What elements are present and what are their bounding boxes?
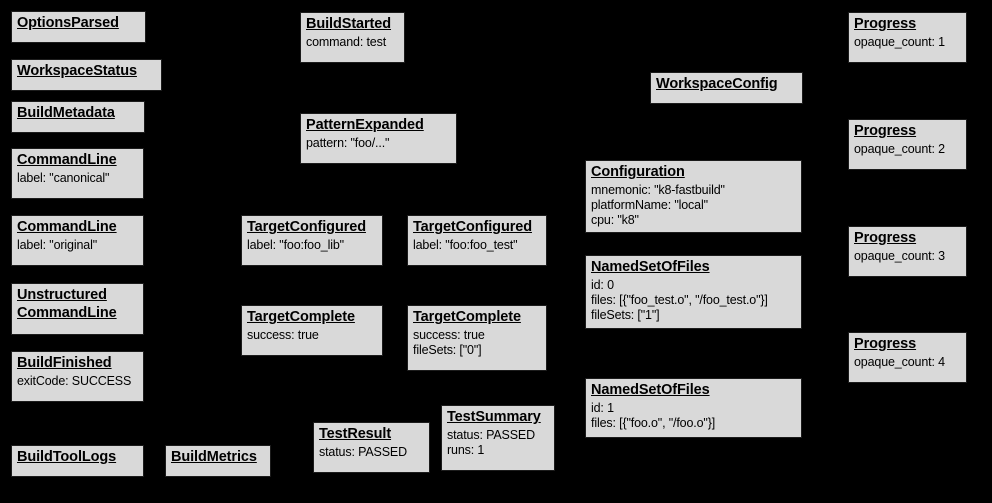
event-node-title: TargetComplete bbox=[247, 309, 355, 325]
event-node-field: platformName: "local" bbox=[591, 197, 708, 212]
event-node-target-complete-lib[interactable]: TargetComplete success: true bbox=[241, 305, 383, 356]
event-node-title: BuildFinished bbox=[17, 355, 112, 371]
event-node-field: id: 1 bbox=[591, 400, 614, 415]
event-node-title: Progress bbox=[854, 336, 917, 352]
event-node-command-line-canonical[interactable]: CommandLine label: "canonical" bbox=[11, 148, 144, 199]
event-node-fields: command: test bbox=[306, 35, 399, 50]
event-node-field: opaque_count: 2 bbox=[854, 141, 945, 156]
event-node-unstructured-command-line[interactable]: Unstructured CommandLine bbox=[11, 283, 144, 335]
event-node-field: runs: 1 bbox=[447, 442, 485, 457]
event-node-fields: mnemonic: "k8-fastbuild"platformName: "l… bbox=[591, 183, 796, 229]
event-node-field: success: true bbox=[413, 327, 485, 342]
event-node-field: pattern: "foo/..." bbox=[306, 135, 390, 150]
event-node-workspace-status[interactable]: WorkspaceStatus bbox=[11, 59, 162, 91]
event-node-progress-4[interactable]: Progress opaque_count: 4 bbox=[848, 332, 967, 383]
event-node-title: TestSummary bbox=[447, 409, 541, 425]
event-node-target-configured-foo-test[interactable]: TargetConfigured label: "foo:foo_test" bbox=[407, 215, 547, 266]
event-node-title: CommandLine bbox=[17, 219, 117, 235]
event-node-field: opaque_count: 1 bbox=[854, 34, 945, 49]
event-node-title: TargetComplete bbox=[413, 309, 521, 325]
event-node-fields: label: "canonical" bbox=[17, 171, 138, 186]
event-node-field: files: [{"foo.o", "/foo.o"}] bbox=[591, 415, 716, 430]
event-node-title: BuildStarted bbox=[306, 16, 392, 32]
event-node-title: TestResult bbox=[319, 426, 392, 442]
event-node-command-line-original[interactable]: CommandLine label: "original" bbox=[11, 215, 144, 266]
event-node-progress-3[interactable]: Progress opaque_count: 3 bbox=[848, 226, 967, 277]
event-node-title: TargetConfigured bbox=[413, 219, 532, 235]
event-node-fields: success: true bbox=[247, 328, 377, 343]
event-node-field: files: [{"foo_test.o", "/foo_test.o"}] bbox=[591, 292, 768, 307]
event-node-title: Configuration bbox=[591, 164, 685, 180]
event-node-progress-1[interactable]: Progress opaque_count: 1 bbox=[848, 12, 967, 63]
event-node-title: CommandLine bbox=[17, 152, 117, 168]
event-node-field: success: true bbox=[247, 327, 319, 342]
event-node-pattern-expanded[interactable]: PatternExpanded pattern: "foo/..." bbox=[300, 113, 457, 164]
event-node-title: Progress bbox=[854, 16, 917, 32]
event-node-field: opaque_count: 4 bbox=[854, 354, 945, 369]
event-node-field: command: test bbox=[306, 34, 387, 49]
event-node-title: NamedSetOfFiles bbox=[591, 259, 710, 275]
event-node-fields: pattern: "foo/..." bbox=[306, 136, 451, 151]
event-node-title: BuildMetrics bbox=[171, 449, 257, 465]
event-node-progress-2[interactable]: Progress opaque_count: 2 bbox=[848, 119, 967, 170]
event-node-title: WorkspaceConfig bbox=[656, 76, 778, 92]
event-node-field: label: "foo:foo_test" bbox=[413, 237, 518, 252]
event-node-fields: label: "foo:foo_lib" bbox=[247, 238, 377, 253]
event-node-field: status: PASSED bbox=[447, 427, 535, 442]
event-node-field: mnemonic: "k8-fastbuild" bbox=[591, 182, 725, 197]
event-node-field: id: 0 bbox=[591, 277, 614, 292]
event-node-field: exitCode: SUCCESS bbox=[17, 373, 132, 388]
event-node-build-started[interactable]: BuildStarted command: test bbox=[300, 12, 405, 63]
event-node-title: Progress bbox=[854, 123, 917, 139]
event-node-field: opaque_count: 3 bbox=[854, 248, 945, 263]
event-node-fields: label: "foo:foo_test" bbox=[413, 238, 541, 253]
event-node-build-finished[interactable]: BuildFinished exitCode: SUCCESS bbox=[11, 351, 144, 402]
event-node-field: label: "foo:foo_lib" bbox=[247, 237, 344, 252]
event-node-test-result[interactable]: TestResult status: PASSED bbox=[313, 422, 430, 473]
event-node-fields: status: PASSED bbox=[319, 445, 424, 460]
event-node-target-configured-foo-lib[interactable]: TargetConfigured label: "foo:foo_lib" bbox=[241, 215, 383, 266]
event-node-fields: opaque_count: 2 bbox=[854, 142, 961, 157]
event-node-build-metrics[interactable]: BuildMetrics bbox=[165, 445, 271, 477]
event-node-fields: label: "original" bbox=[17, 238, 138, 253]
event-node-title: Progress bbox=[854, 230, 917, 246]
event-node-configuration[interactable]: Configuration mnemonic: "k8-fastbuild"pla… bbox=[585, 160, 802, 233]
event-node-fields: opaque_count: 3 bbox=[854, 249, 961, 264]
event-node-title: Unstructured CommandLine bbox=[17, 287, 117, 321]
event-node-field: cpu: "k8" bbox=[591, 213, 639, 228]
event-node-fields: opaque_count: 4 bbox=[854, 355, 961, 370]
event-node-title: OptionsParsed bbox=[17, 15, 119, 31]
event-node-field: status: PASSED bbox=[319, 444, 407, 459]
event-node-field: label: "canonical" bbox=[17, 170, 110, 185]
event-node-field: label: "original" bbox=[17, 237, 97, 252]
event-node-build-tool-logs[interactable]: BuildToolLogs bbox=[11, 445, 144, 477]
event-node-title: TargetConfigured bbox=[247, 219, 366, 235]
event-node-field: fileSets: ["1"] bbox=[591, 308, 660, 323]
event-node-options-parsed[interactable]: OptionsParsed bbox=[11, 11, 146, 43]
event-node-title: BuildMetadata bbox=[17, 105, 115, 121]
event-node-title: WorkspaceStatus bbox=[17, 63, 137, 79]
event-node-build-metadata[interactable]: BuildMetadata bbox=[11, 101, 145, 133]
event-node-fields: opaque_count: 1 bbox=[854, 35, 961, 50]
event-node-title: PatternExpanded bbox=[306, 117, 424, 133]
event-node-title: NamedSetOfFiles bbox=[591, 382, 710, 398]
event-node-field: fileSets: ["0"] bbox=[413, 342, 482, 357]
event-node-title: BuildToolLogs bbox=[17, 449, 117, 465]
event-node-fields: exitCode: SUCCESS bbox=[17, 374, 138, 389]
event-node-workspace-config[interactable]: WorkspaceConfig bbox=[650, 72, 803, 104]
